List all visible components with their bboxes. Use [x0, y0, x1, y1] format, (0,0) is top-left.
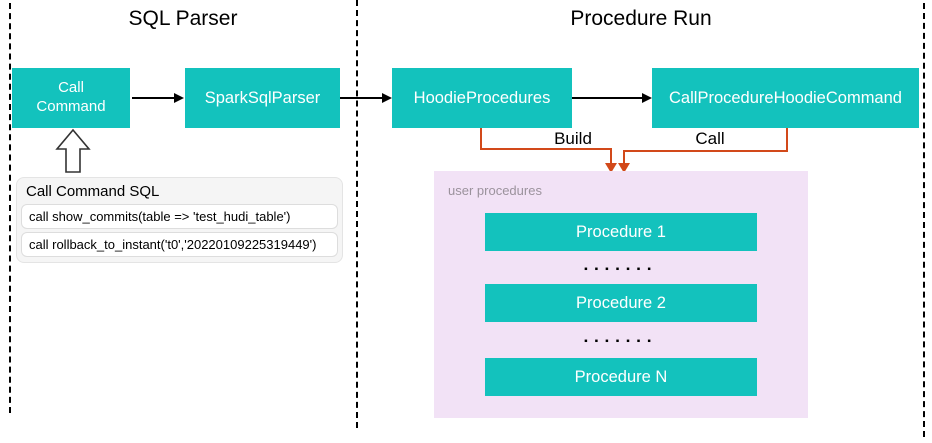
ellipsis-dots: ▪▪▪▪▪▪▪ [584, 336, 658, 347]
middle-dashed-border [356, 0, 358, 428]
procedure-run-section-title: Procedure Run [570, 7, 712, 30]
ellipsis-dots: ▪▪▪▪▪▪▪ [584, 264, 658, 275]
call-arrow-down-icon [618, 163, 630, 173]
user-procedures-panel: user procedures Procedure 1 ▪▪▪▪▪▪▪ Proc… [434, 171, 808, 418]
sql-statement: call show_commits(table => 'test_hudi_ta… [21, 204, 338, 229]
build-connector-segment [480, 128, 482, 150]
sql-parser-section-title: SQL Parser [128, 7, 238, 30]
node-procedure-1: Procedure 1 [485, 213, 757, 251]
arrow-right-icon [132, 93, 184, 103]
build-connector-segment [610, 148, 612, 165]
build-edge-label: Build [554, 129, 592, 148]
up-arrow-icon [55, 128, 91, 173]
call-connector-segment [623, 150, 625, 165]
right-dashed-border [923, 3, 925, 437]
arrow-right-icon [572, 93, 652, 103]
call-connector-segment [623, 150, 788, 152]
call-command-sql-panel: Call Command SQL call show_commits(table… [16, 177, 343, 263]
build-arrow-down-icon [605, 163, 617, 173]
sql-panel-title: Call Command SQL [26, 183, 160, 200]
call-edge-label: Call [695, 129, 725, 148]
call-connector-segment [786, 128, 788, 152]
node-procedure-n: Procedure N [485, 358, 757, 396]
node-spark-sql-parser: SparkSqlParser [185, 68, 340, 128]
user-procedures-label: user procedures [448, 183, 542, 198]
sql-statement: call rollback_to_instant('t0','202201092… [21, 232, 338, 257]
node-call-command: Call Command [12, 68, 130, 128]
node-call-procedure-hoodie-command: CallProcedureHoodieCommand [652, 68, 919, 128]
arrow-right-icon [340, 93, 392, 103]
left-dashed-border [9, 3, 11, 413]
build-connector-segment [480, 148, 612, 150]
node-hoodie-procedures: HoodieProcedures [392, 68, 572, 128]
node-procedure-2: Procedure 2 [485, 284, 757, 322]
